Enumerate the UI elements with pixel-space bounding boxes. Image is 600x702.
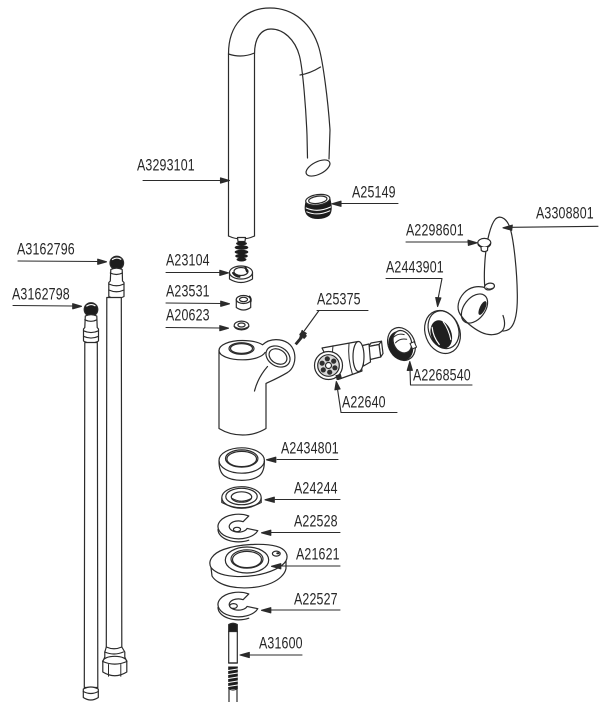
aerator-drawing — [304, 193, 332, 220]
callout-bushing: A23531 — [166, 282, 210, 301]
callout-washer: A20623 — [166, 306, 210, 325]
callout-set-screw: A25375 — [317, 290, 361, 309]
supply-hose-left-drawing — [82, 302, 100, 701]
cartridge-drawing — [313, 340, 384, 381]
callout-hose-right: A3162796 — [17, 240, 75, 259]
callout-spout: A3293101 — [137, 156, 195, 175]
callout-retaining-nut: A2268540 — [413, 366, 471, 385]
c-clip-upper-drawing — [217, 513, 259, 543]
handle-screw-drawing — [477, 237, 492, 253]
callout-threaded-rod: A31600 — [259, 634, 303, 653]
callout-escutcheon: A2434801 — [281, 439, 339, 458]
trim-cap-drawing — [424, 309, 461, 355]
mounting-plate-drawing — [209, 543, 288, 589]
callout-seal-ring: A24244 — [294, 479, 338, 498]
callout-handle-screw: A2298601 — [406, 221, 464, 240]
bushing-drawing — [235, 294, 252, 311]
callout-hose-left: A3162798 — [12, 285, 70, 304]
seal-ring-drawing — [221, 486, 262, 509]
c-clip-lower-drawing — [217, 591, 259, 621]
callout-collar: A23104 — [166, 251, 210, 270]
washer-drawing — [233, 320, 250, 331]
collar-drawing — [228, 265, 254, 284]
spout-tailpiece-drawing — [234, 236, 249, 262]
callout-leaders — [12, 177, 599, 659]
callout-c-clip-lower: A22527 — [294, 590, 338, 609]
faucet-body-drawing — [218, 339, 296, 436]
callout-mounting-plate: A21621 — [296, 545, 340, 564]
callout-handle: A3308801 — [536, 204, 594, 223]
callout-cartridge: A22640 — [342, 393, 386, 412]
handle-drawing — [457, 216, 518, 336]
retaining-nut-drawing — [386, 326, 418, 362]
supply-hose-right-drawing — [102, 255, 128, 677]
threaded-rod-drawing — [227, 622, 239, 702]
callout-aerator: A25149 — [352, 183, 396, 202]
callout-c-clip-upper: A22528 — [294, 512, 338, 531]
escutcheon-drawing — [218, 447, 266, 481]
callout-trim-cap: A2443901 — [386, 258, 444, 277]
